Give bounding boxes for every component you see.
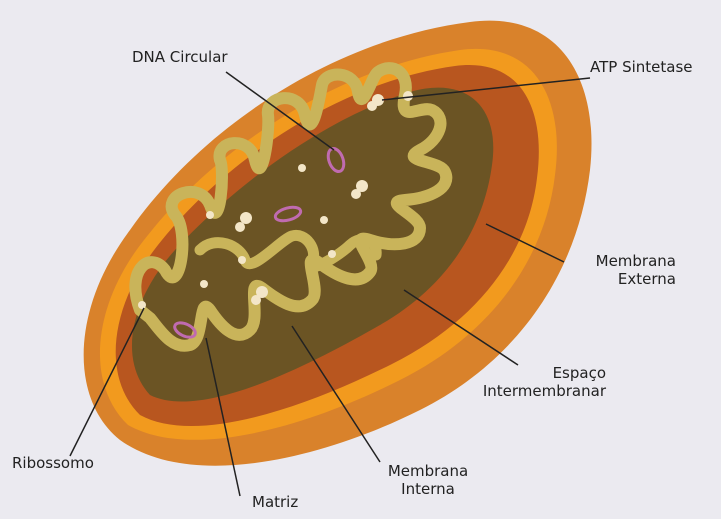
label-inner-membrane-line2: Interna: [378, 480, 478, 498]
label-intermembrane-space: Espaço Intermembranar: [446, 364, 606, 400]
label-dna-circular-text: DNA Circular: [132, 48, 228, 66]
label-dna-circular: DNA Circular: [132, 48, 228, 66]
label-atp-synthase: ATP Sintetase: [590, 58, 693, 76]
label-outer-membrane-line2: Externa: [568, 270, 676, 288]
label-intermembrane-space-line2: Intermembranar: [446, 382, 606, 400]
label-inner-membrane-line1: Membrana: [378, 462, 478, 480]
label-ribosome-text: Ribossomo: [12, 454, 94, 472]
label-intermembrane-space-line1: Espaço: [446, 364, 606, 382]
label-outer-membrane-line1: Membrana: [568, 252, 676, 270]
label-atp-synthase-text: ATP Sintetase: [590, 58, 693, 76]
label-ribosome: Ribossomo: [12, 454, 94, 472]
label-matrix-text: Matriz: [252, 493, 298, 511]
label-matrix: Matriz: [252, 493, 298, 511]
label-outer-membrane: Membrana Externa: [568, 252, 676, 288]
label-inner-membrane: Membrana Interna: [378, 462, 478, 498]
